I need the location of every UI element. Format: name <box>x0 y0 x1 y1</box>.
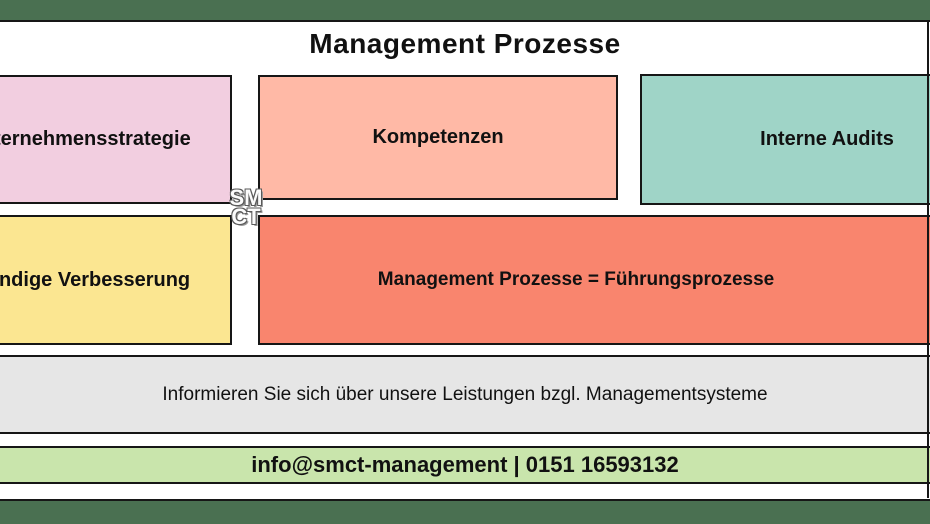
smct-logo-line2: CT <box>231 204 261 229</box>
smct-logo-watermark: SM CT <box>224 185 268 229</box>
box-interne-audits-label: Interne Audits <box>760 128 894 150</box>
top-border-bar <box>0 0 930 22</box>
box-interne-audits: Interne Audits <box>640 74 930 205</box>
box-unternehmensstrategie-label: Unternehmensstrategie <box>0 128 191 150</box>
box-staendige-verbesserung-label: Ständige Verbesserung <box>0 268 191 291</box>
slide-right-edge-line <box>927 20 929 498</box>
box-management-fuehrungsprozesse-label: Management Prozesse = Führungsprozesse <box>377 269 775 290</box>
info-bar-text: Informieren Sie sich über unsere Leistun… <box>162 383 768 405</box>
contact-bar-text: info@smct-management | 0151 16593132 <box>251 452 679 477</box>
page-title: Management Prozesse <box>309 28 621 59</box>
bottom-border-bar <box>0 499 930 524</box>
info-bar: Informieren Sie sich über unsere Leistun… <box>0 355 930 434</box>
box-unternehmensstrategie: Unternehmensstrategie <box>0 75 232 204</box>
box-kompetenzen-label: Kompetenzen <box>372 126 504 148</box>
box-staendige-verbesserung: Ständige Verbesserung <box>0 215 232 345</box>
smct-logo-line1: SM <box>229 185 263 210</box>
box-management-fuehrungsprozesse: Management Prozesse = Führungsprozesse <box>258 215 930 345</box>
box-kompetenzen: Kompetenzen <box>258 75 618 200</box>
contact-bar: info@smct-management | 0151 16593132 <box>0 446 930 484</box>
